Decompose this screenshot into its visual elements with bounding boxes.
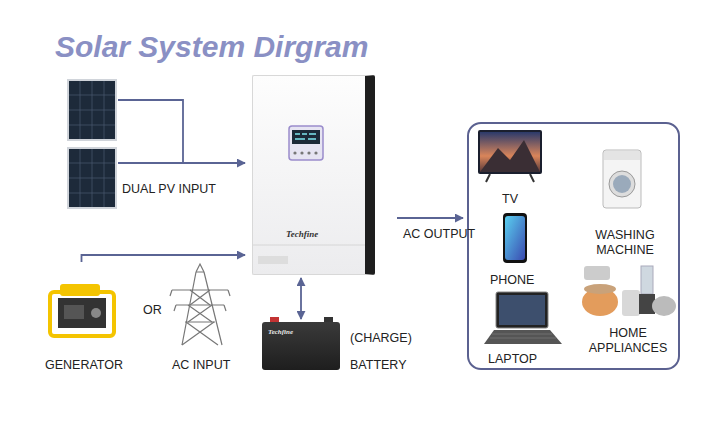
pv-input: DUAL PV INPUT (68, 80, 118, 208)
diagram-title: Solar System Dirgram (55, 30, 368, 64)
lcd-segments (295, 134, 316, 139)
node-label: DUAL PV INPUT (122, 182, 216, 197)
tv-illustration (478, 130, 542, 182)
solar-panel (68, 80, 116, 140)
washing-machine-illustration (603, 150, 641, 208)
node-label: TV (502, 192, 518, 207)
appliance: PHONE (488, 213, 540, 288)
home-appliances-illustration (582, 266, 676, 316)
solar-panel (68, 148, 116, 208)
inverter-plate (258, 256, 288, 264)
connector-arrow (118, 100, 245, 163)
connector-arrow (300, 278, 302, 319)
annotation-label: AC INPUT (172, 358, 230, 373)
edge-label: AC OUTPUT (403, 227, 475, 242)
laptop-illustration (484, 292, 562, 344)
appliance: LAPTOP (486, 290, 566, 366)
annotation-label: OR (143, 303, 162, 318)
phone-illustration (503, 213, 527, 263)
inverter-buttons (293, 151, 317, 154)
appliance: TV (478, 128, 544, 206)
edge-label: (CHARGE) (350, 331, 412, 346)
node-label: PHONE (490, 273, 534, 288)
generator: GENERATOR (45, 262, 118, 342)
node-label: HOME APPLIANCES (578, 326, 678, 356)
node-label: Techfine (286, 229, 318, 239)
appliance: HOME APPLIANCES (578, 262, 678, 360)
connector-arrow (82, 255, 246, 262)
node-label: BATTERY (350, 358, 407, 373)
power-tower (170, 264, 230, 345)
connector-arrow (397, 217, 463, 219)
node-label: Techfine (268, 328, 293, 336)
generator-illustration (50, 284, 114, 336)
lcd-screen (292, 130, 320, 144)
battery: TechfineBATTERY (262, 322, 340, 370)
appliance: WASHING MACHINE (588, 150, 662, 260)
node-label: WASHING MACHINE (588, 228, 662, 258)
node-label: LAPTOP (488, 352, 537, 367)
inverter-panel-line (253, 245, 365, 246)
inverter-display (289, 126, 323, 160)
inverter: Techfine (252, 75, 375, 275)
ac-output-group: TV PHONE LAPTOP WASHING MACHINE HOME APPLIAN… (467, 122, 680, 370)
node-label: GENERATOR (45, 358, 123, 373)
